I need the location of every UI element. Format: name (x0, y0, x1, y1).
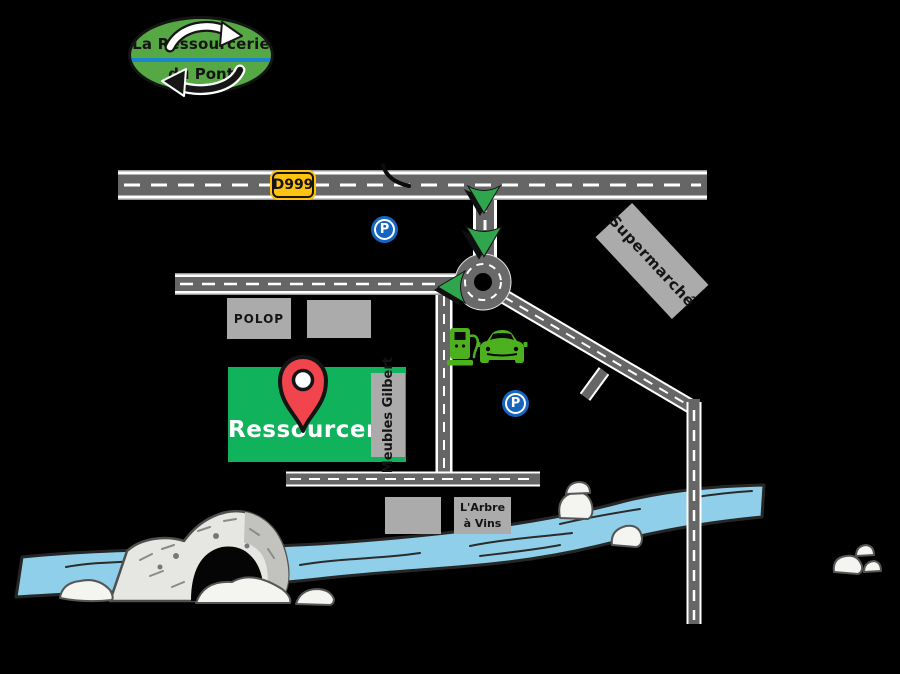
ev-charging-and-car-icons (447, 328, 528, 366)
direction-arrow-down-1 (464, 184, 502, 216)
parking-icon-south: P (502, 390, 529, 417)
car-icon (476, 330, 528, 363)
parking-letter: P (505, 393, 526, 414)
road-sign-d999: D999 (270, 170, 316, 200)
bridge-texture (139, 518, 275, 588)
building-unnamed (307, 300, 371, 338)
ev-charger-icon (447, 328, 479, 366)
road-east-vertical (686, 399, 702, 624)
parking-icon-north: P (371, 216, 398, 243)
arbre-line-2: à Vins (463, 516, 502, 530)
location-pin-icon (278, 355, 328, 433)
direction-arrow-down-2 (461, 224, 504, 260)
building-arbre-a-vins: L'Arbre à Vins (454, 497, 511, 534)
recycle-arrows-icon (161, 20, 246, 97)
direction-arrow-west (434, 269, 467, 306)
logo-divider (131, 58, 271, 62)
road-southeast-diagonal (494, 286, 696, 414)
river-wave-lines (65, 490, 753, 568)
building-polop-label: POLOP (233, 311, 285, 326)
roundabout (454, 253, 512, 311)
entrance-curve-mark (381, 163, 411, 188)
logo: La Ressourcerie du Pont (128, 16, 274, 97)
road-stub (579, 367, 610, 401)
meubles-gilbert-label: Meubles Gilbert (380, 356, 396, 474)
building-polop: POLOP (227, 298, 291, 339)
parking-letter: P (374, 219, 395, 240)
building-unnamed-south (385, 497, 441, 534)
bridge-stones (157, 533, 250, 570)
road-sign-label: D999 (272, 172, 314, 198)
rocks (59, 481, 882, 606)
building-meubles-gilbert: Meubles Gilbert (371, 357, 405, 473)
arbre-line-1: L'Arbre (459, 500, 506, 514)
